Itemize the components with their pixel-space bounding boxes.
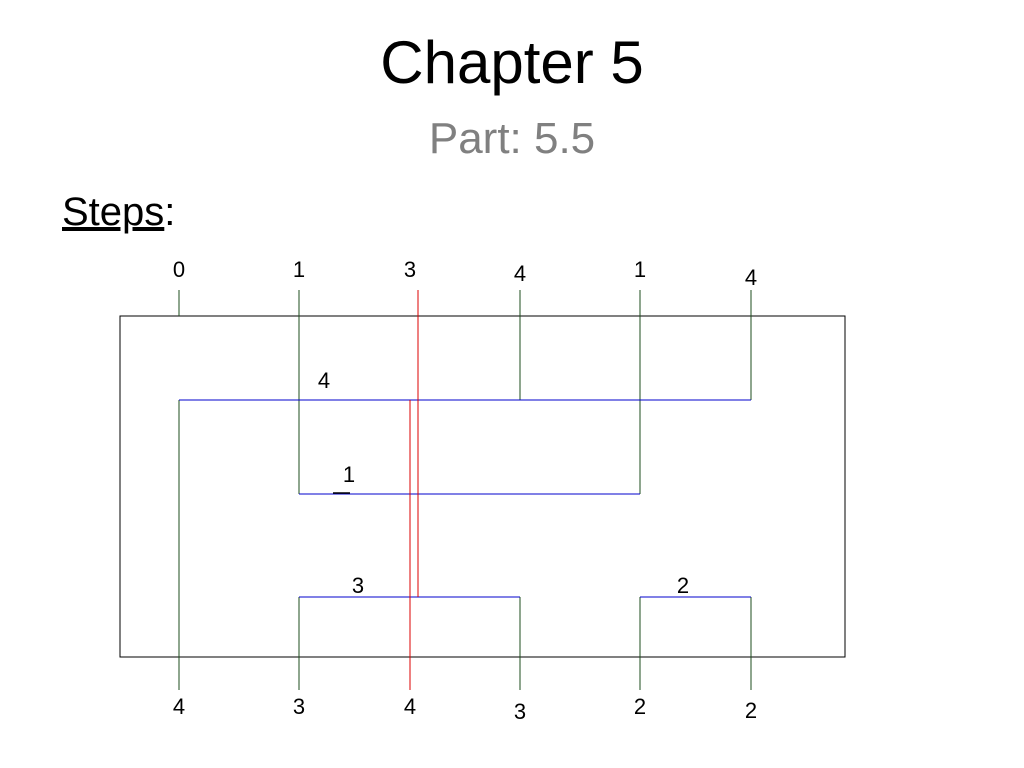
- bottom-pin-label: 4: [173, 694, 185, 719]
- top-pin-label: 1: [293, 257, 305, 282]
- top-pin-label: 4: [514, 261, 526, 286]
- slide-subtitle: Part: 5.5: [428, 114, 596, 163]
- bottom-pin-label: 3: [514, 699, 526, 724]
- track-label-lower-right: 2: [677, 573, 689, 598]
- steps-label: Steps: [62, 190, 165, 234]
- top-pin-label: 4: [745, 265, 757, 290]
- bottom-pin-label: 2: [634, 694, 646, 719]
- top-pin-label: 1: [634, 257, 646, 282]
- steps-colon: :: [164, 190, 176, 234]
- top-pin-label: 3: [404, 257, 416, 282]
- slide-title: Chapter 5: [380, 29, 644, 96]
- bottom-pin-label: 3: [293, 694, 305, 719]
- steps-heading: Steps:: [62, 190, 175, 235]
- bottom-pin-label: 2: [745, 698, 757, 723]
- track-label-upper: 4: [318, 368, 330, 393]
- top-pin-label: 0: [173, 257, 185, 282]
- channel-frame: [119, 315, 846, 658]
- bottom-pin-label: 4: [404, 694, 416, 719]
- track-label-middle: 1: [343, 462, 355, 487]
- track-label-lower-left: 3: [352, 573, 364, 598]
